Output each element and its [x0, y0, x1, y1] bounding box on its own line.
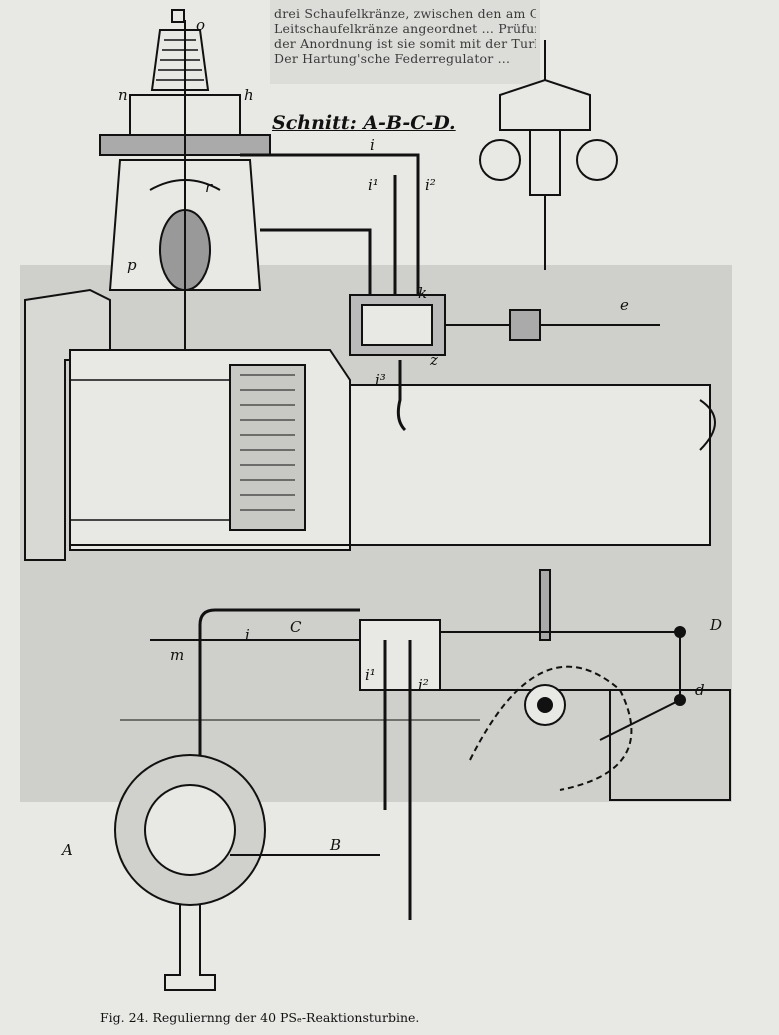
- bleed-line: drei Schaufelkränze, zwischen den am Geh…: [274, 6, 536, 21]
- label-h: h: [244, 86, 254, 104]
- label-i1: i¹: [368, 176, 379, 194]
- label-D: D: [709, 616, 722, 634]
- label-k: k: [418, 284, 427, 302]
- label-e: e: [620, 296, 629, 314]
- label-i2: i²: [425, 176, 436, 194]
- label-C: C: [290, 618, 302, 636]
- section-title: Schnitt: A-B-C-D.: [272, 112, 456, 134]
- label-i1-plan: i¹: [365, 666, 376, 684]
- bleed-line: der Anordnung ist sie somit mit der Turb…: [274, 36, 536, 51]
- label-p: p: [127, 256, 137, 274]
- valve-housing: [99, 9, 271, 350]
- label-i2-plan: i²: [418, 676, 429, 694]
- label-m: m: [170, 646, 184, 664]
- label-B: B: [329, 836, 341, 854]
- label-n: n: [118, 86, 128, 104]
- bleed-through-text: drei Schaufelkränze, zwischen den am Geh…: [270, 0, 540, 84]
- label-o: o: [196, 16, 205, 34]
- turbine-body: [24, 288, 716, 561]
- label-r: r: [205, 178, 213, 196]
- bleed-line: Leitschaufelkränze angeordnet ... Prüfun…: [274, 21, 536, 36]
- figure-caption: Fig. 24. Reguliernng der 40 PSₑ-Reaktion…: [100, 1010, 420, 1025]
- relay-cylinder: [349, 294, 660, 356]
- label-d: d: [695, 681, 705, 699]
- label-z: z: [429, 351, 438, 369]
- label-i3: i³: [375, 371, 386, 389]
- bleed-line: Der Hartung'sche Federregulator ...: [274, 51, 511, 66]
- figure-labels: o n h r p i i¹ i² i³ k z e C i m i¹ i² A…: [60, 16, 722, 859]
- plan-view: [114, 569, 731, 991]
- centrifugal-governor: [479, 40, 618, 270]
- label-A: A: [60, 841, 73, 859]
- label-i-plan: i: [245, 626, 250, 644]
- oil-pipes: [240, 153, 420, 432]
- label-i: i: [370, 136, 375, 154]
